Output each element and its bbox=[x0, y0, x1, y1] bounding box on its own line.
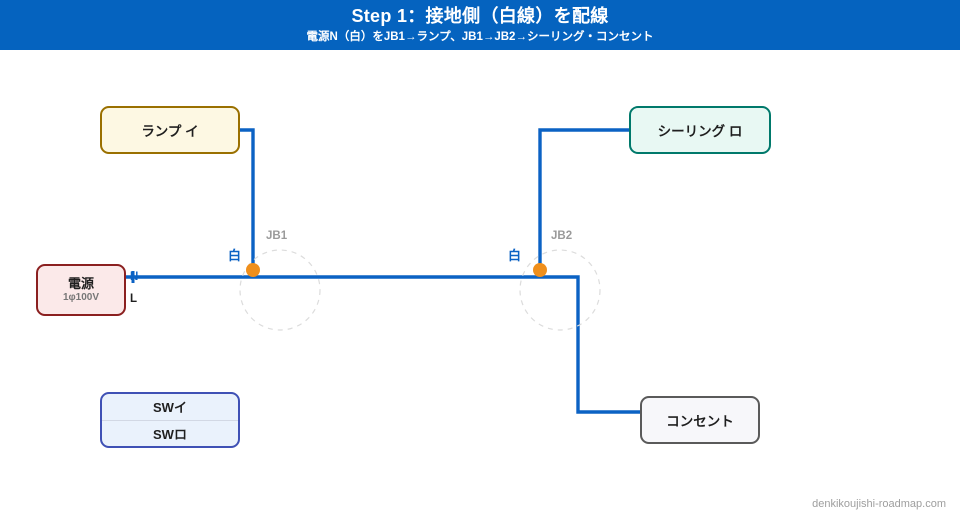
node-lamp[interactable]: ランプ イ bbox=[100, 106, 240, 154]
node-switch-block[interactable]: SWイ SWロ bbox=[100, 392, 240, 448]
step-header: Step 1：接地側（白線）を配線 電源N（白）をJB1→ランプ、JB1→JB2… bbox=[0, 0, 960, 50]
white-wire-label-1: 白 bbox=[228, 248, 242, 263]
jb2-junction-dot bbox=[533, 263, 547, 277]
wire-jb2-to-outlet bbox=[540, 275, 640, 414]
page-subtitle: 電源N（白）をJB1→ランプ、JB1→JB2→シーリング・コンセント bbox=[306, 30, 654, 43]
node-lamp-label: ランプ イ bbox=[141, 124, 199, 139]
jb1-label: JB1 bbox=[266, 230, 288, 242]
terminal-n-label: N bbox=[130, 271, 139, 283]
switch-row-ro-label: SWロ bbox=[153, 426, 187, 442]
wire-jb1-to-lamp bbox=[240, 128, 255, 277]
terminal-l-label: L bbox=[130, 293, 138, 305]
page-title: Step 1：接地側（白線）を配線 bbox=[351, 5, 609, 26]
node-source-rating: 1φ100V bbox=[62, 292, 100, 304]
jb1-boundary-circle bbox=[239, 249, 321, 331]
node-ceiling-label: シーリング ロ bbox=[657, 124, 743, 139]
switch-row-ro[interactable]: SWロ bbox=[102, 421, 238, 447]
node-source-label: 電源 bbox=[67, 275, 94, 291]
wire-jb2-to-ceiling bbox=[538, 128, 629, 277]
white-wire-label-2: 白 bbox=[508, 248, 522, 263]
node-outlet-label: コンセント bbox=[666, 414, 734, 429]
node-ceiling-rose[interactable]: シーリング ロ bbox=[629, 106, 771, 154]
jb1-junction-dot bbox=[246, 263, 260, 277]
switch-row-i[interactable]: SWイ bbox=[102, 394, 238, 421]
jb2-label: JB2 bbox=[551, 230, 573, 242]
jb2-boundary-circle bbox=[519, 249, 601, 331]
switch-row-i-label: SWイ bbox=[153, 400, 187, 416]
node-power-source[interactable]: 電源 1φ100V bbox=[36, 264, 126, 316]
node-outlet[interactable]: コンセント bbox=[640, 396, 760, 444]
site-watermark: denkikoujishi-roadmap.com bbox=[812, 498, 946, 510]
